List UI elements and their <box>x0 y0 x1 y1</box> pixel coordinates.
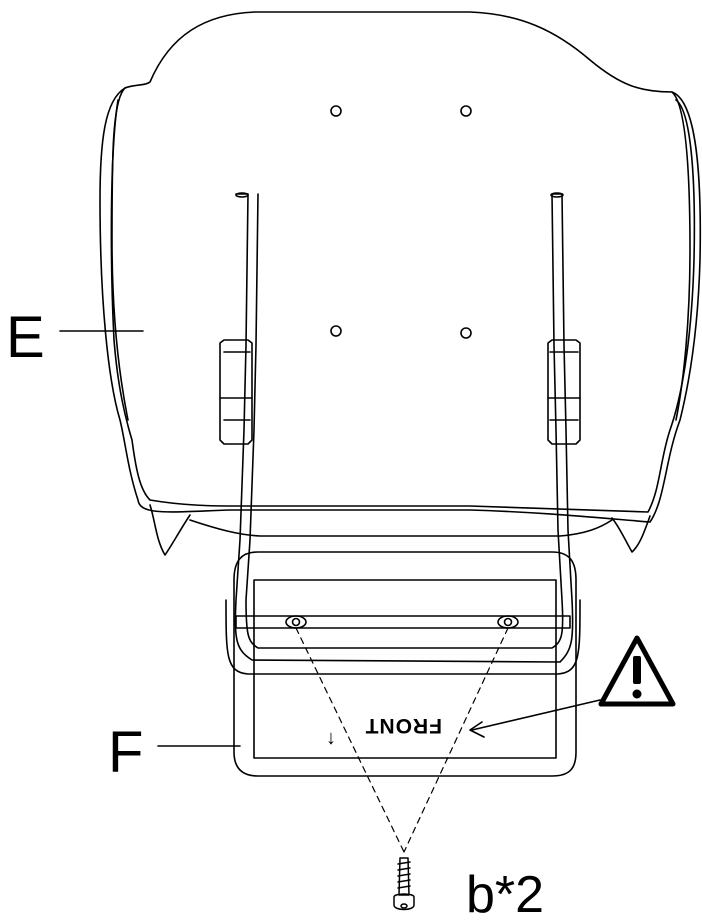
seat-cushion-e <box>99 11 702 556</box>
warning-arrowhead <box>469 721 485 738</box>
backrest-frame-f <box>219 192 581 777</box>
warning-exclamation-dot <box>632 689 642 699</box>
screw-icon <box>393 857 415 911</box>
screw-quantity-label: b*2 <box>466 866 544 924</box>
leader-line-warning <box>471 699 601 731</box>
warning-exclamation-bar <box>633 656 641 684</box>
part-label-e: E <box>6 305 45 370</box>
front-arrow: ↓ <box>326 727 336 749</box>
screw-guide-lines <box>295 627 509 853</box>
front-label: FRONT <box>365 714 442 737</box>
warning-triangle-icon <box>598 635 676 707</box>
part-label-f: F <box>108 720 143 785</box>
